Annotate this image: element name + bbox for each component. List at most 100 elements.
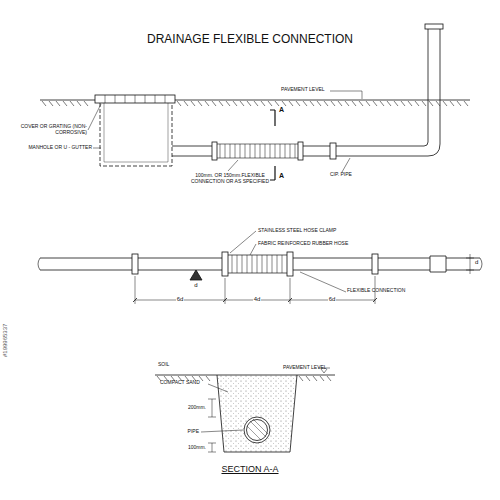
leader <box>342 158 350 172</box>
stroke <box>429 101 433 106</box>
manhole-inner <box>104 103 168 162</box>
stroke <box>285 144 286 158</box>
stroke <box>415 101 419 106</box>
dimension: 4d <box>253 296 262 303</box>
stroke <box>240 101 244 106</box>
stroke <box>282 255 283 273</box>
level-label: PAVEMENT LEVEL <box>283 365 327 371</box>
stroke <box>184 101 188 106</box>
part-label: FABRIC REINFORCED RUBBER HOSE <box>258 241 348 247</box>
stroke <box>265 144 266 158</box>
stroke <box>352 101 356 106</box>
stroke <box>272 255 273 273</box>
part-label: SOIL <box>158 362 169 368</box>
stroke <box>267 255 268 273</box>
pipe-break <box>38 258 482 270</box>
stroke <box>261 101 265 106</box>
part-label: MANHOLE OR U - GUTTER <box>28 145 92 151</box>
stroke <box>255 144 256 158</box>
dimension <box>208 399 216 452</box>
stroke <box>247 255 248 273</box>
pipe-socket <box>430 256 446 272</box>
dimension: d <box>475 259 478 266</box>
stroke <box>310 101 314 106</box>
manhole <box>100 103 172 166</box>
stroke <box>198 101 202 106</box>
stroke <box>240 144 241 158</box>
stroke <box>260 144 261 158</box>
stroke <box>299 376 303 381</box>
dimension <box>135 276 375 304</box>
stroke <box>275 144 276 158</box>
part-label: PIPE <box>188 429 199 435</box>
part-label: STAINLESS STEEL HOSE CLAMP <box>258 228 336 234</box>
stroke <box>254 101 258 106</box>
stroke <box>394 101 398 106</box>
pipe-section <box>244 417 270 443</box>
hose-ribs <box>220 144 295 158</box>
stroke <box>230 144 231 158</box>
stroke <box>237 255 238 273</box>
grating-bars <box>105 95 165 103</box>
pipe-cap <box>425 24 443 29</box>
leader <box>228 160 238 171</box>
stroke <box>317 101 321 106</box>
leader <box>93 148 101 149</box>
ground-hatch <box>42 101 468 381</box>
leader <box>208 384 228 392</box>
part-label: FLEXIBLE CONNECTION <box>347 288 405 294</box>
stroke <box>282 101 286 106</box>
pipe-section-inner <box>247 420 268 441</box>
stroke <box>457 101 461 106</box>
leader <box>300 272 346 292</box>
stroke <box>313 376 317 381</box>
section-letter: A <box>279 172 284 180</box>
stroke <box>436 101 440 106</box>
part-label: CIP. PIPE <box>330 172 352 178</box>
part-label: COVER OR GRATING (NON-CORROSIVE) <box>19 124 87 136</box>
stroke <box>408 101 412 106</box>
stroke <box>422 101 426 106</box>
pipe <box>40 258 480 270</box>
stroke <box>247 101 251 106</box>
stroke <box>268 101 272 106</box>
dimension: 6d <box>176 296 185 303</box>
stroke <box>366 101 370 106</box>
stroke <box>331 101 335 106</box>
stroke <box>450 101 454 106</box>
part-label: COMPACT SAND <box>160 380 200 386</box>
hose-clamp <box>212 142 217 160</box>
hose-clamp <box>372 254 378 274</box>
stroke <box>262 255 263 273</box>
support <box>190 270 202 280</box>
stroke <box>359 101 363 106</box>
stroke <box>280 144 281 158</box>
stroke <box>380 101 384 106</box>
leader <box>88 104 101 130</box>
stroke <box>242 255 243 273</box>
stroke <box>191 101 195 106</box>
stroke <box>296 101 300 106</box>
pipe-joint <box>330 143 336 159</box>
hose-clamp <box>287 252 293 276</box>
stroke <box>289 101 293 106</box>
dimension <box>466 254 474 274</box>
stroke <box>338 101 342 106</box>
stroke <box>220 144 221 158</box>
trench <box>217 375 297 452</box>
stroke <box>205 101 209 106</box>
stroke <box>225 144 226 158</box>
stroke <box>206 376 210 381</box>
stroke <box>232 255 233 273</box>
stroke <box>219 101 223 106</box>
stroke <box>245 144 246 158</box>
stroke <box>212 101 216 106</box>
stroke <box>63 101 67 106</box>
dimension: 6d <box>328 296 337 303</box>
stroke <box>226 101 230 106</box>
stroke <box>257 255 258 273</box>
stroke <box>49 101 53 106</box>
stroke <box>295 144 296 158</box>
stroke <box>250 144 251 158</box>
